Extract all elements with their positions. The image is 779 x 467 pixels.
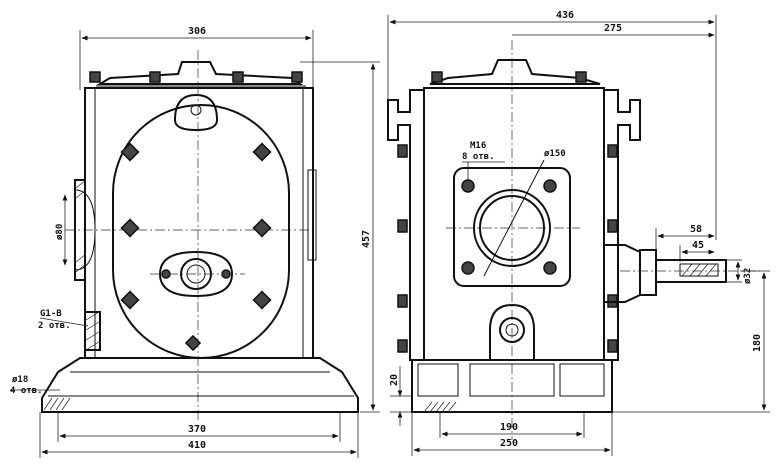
bolt-nut [252, 218, 272, 238]
housing-body [423, 87, 605, 361]
shaft-housing [604, 244, 641, 303]
bolt-nut [252, 290, 272, 310]
dim-275-text: 275 [604, 23, 622, 34]
base-hatch [43, 397, 71, 411]
shaft-hatch [681, 263, 717, 277]
right-boss [307, 169, 317, 261]
dim-436-text: 436 [556, 10, 574, 21]
thread-label: G1-B [40, 309, 62, 319]
bolt-head [431, 71, 443, 83]
bolt-hole-count: 4 отв. [10, 386, 43, 396]
bolt-nut [397, 144, 408, 158]
thread-count: 2 отв. [38, 321, 71, 331]
bolt-head [89, 71, 101, 83]
flange-dia-label: ø150 [544, 149, 566, 159]
top-cover [96, 61, 303, 85]
top-cover [429, 59, 601, 85]
dim-45-text: 45 [692, 240, 704, 251]
lug-hole [190, 104, 202, 116]
dim-20-text: 20 [389, 374, 400, 386]
bolt-head [291, 71, 303, 83]
dim-306-text: 306 [188, 26, 206, 37]
flange-bolt [461, 179, 475, 193]
drain-boss [85, 311, 101, 351]
bolt-nut [120, 218, 140, 238]
bolt-head [575, 71, 587, 83]
bolt-nut [607, 219, 618, 233]
boss-bore [74, 189, 96, 271]
shaft-key [679, 263, 719, 277]
shaft-flange [639, 249, 657, 296]
base-hatch [423, 401, 457, 413]
right-view: 436 275 [387, 10, 770, 456]
bolt-hole-label: ø18 [12, 375, 28, 385]
base-plate [411, 359, 613, 413]
dim-80-text: ø80 [55, 224, 65, 240]
bolt-head [232, 71, 244, 83]
top-bolts [89, 71, 303, 83]
m16-label: M16 [470, 141, 486, 151]
bolt-nut [607, 339, 618, 353]
top-bolts [431, 71, 587, 83]
bolt-nut [607, 144, 618, 158]
bolt-nut [397, 339, 408, 353]
flange-bolt [543, 179, 557, 193]
base-recess [559, 363, 605, 397]
bolt-head [149, 71, 161, 83]
housing-body [84, 87, 314, 359]
bolt-nut [397, 219, 408, 233]
boss-outer [499, 317, 525, 343]
base-recess [469, 363, 555, 397]
base-recess [417, 363, 459, 397]
flange-bolt [461, 261, 475, 275]
dim-457-text: 457 [361, 230, 372, 248]
dim-370-text: 370 [188, 424, 206, 435]
dim-250-text: 250 [500, 438, 518, 449]
flange-bolt [543, 261, 557, 275]
base-plate [41, 357, 359, 413]
flange-bolts [461, 179, 557, 275]
boss-inner [505, 323, 519, 337]
boss-hatch [75, 179, 87, 273]
top-lug [173, 93, 219, 132]
side-bolts [397, 144, 618, 353]
left-view: 306 457 ø80 [10, 26, 380, 458]
dim-190-text: 190 [500, 422, 518, 433]
bottom-boss [489, 303, 535, 360]
diameter-line [483, 159, 545, 277]
oval-bolts [120, 142, 272, 352]
dim-410-text: 410 [188, 440, 206, 451]
bolt-nut [120, 142, 140, 162]
m16-count: 8 отв. [462, 152, 495, 162]
dim-32-text: ø32 [743, 268, 753, 284]
dim-180-text: 180 [752, 334, 763, 352]
bolt-nut [252, 142, 272, 162]
leader-line [39, 317, 89, 327]
dim-58-text: 58 [690, 224, 702, 235]
bolt-nut [184, 334, 202, 352]
bolt-nut [397, 294, 408, 308]
drain-hatch [85, 311, 100, 351]
bolt-nut [120, 290, 140, 310]
